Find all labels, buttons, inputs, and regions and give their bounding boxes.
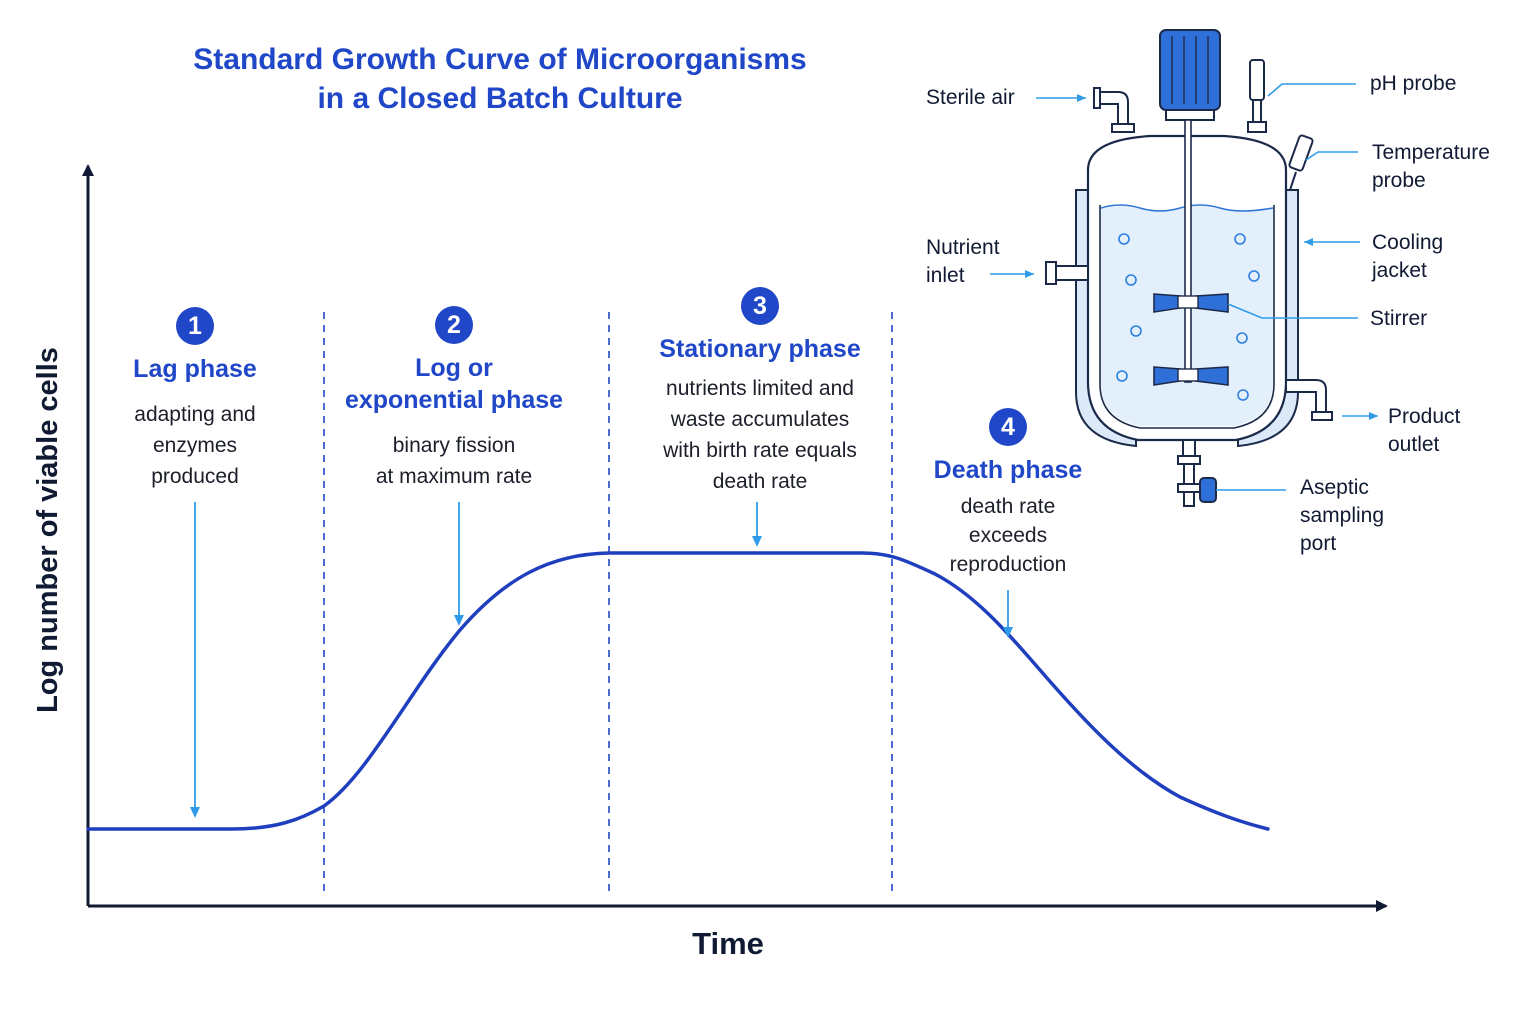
phase-name-line: exponential phase [344, 386, 564, 414]
phase-desc-line: at maximum rate [375, 465, 533, 488]
phase-log: 2 Log or exponential phase binary fissio… [334, 306, 574, 492]
label-line: Stirrer [1370, 307, 1428, 330]
phase-desc-line: with birth rate equals [663, 439, 857, 462]
phase-desc-line: binary fission [392, 434, 516, 457]
phase-desc-line: nutrients limited and [666, 377, 854, 400]
phase-name-line: Stationary phase [659, 335, 861, 363]
title-line-1: Standard Growth Curve of Microorganisms [193, 43, 807, 76]
phase-desc-line: adapting and [134, 403, 256, 426]
label-line: pH probe [1370, 72, 1457, 95]
label-line: port [1300, 532, 1337, 555]
label-line: sampling [1300, 504, 1385, 527]
phase-name-line: Lag phase [133, 355, 257, 383]
label-line: Product [1388, 405, 1461, 428]
phase-desc-line: produced [151, 465, 239, 488]
phase-description: death rate exceeds reproduction [918, 492, 1098, 579]
sterile-air-label: Sterile air [926, 84, 1015, 112]
x-axis-label: Time [692, 926, 764, 961]
label-line: Nutrient [926, 236, 1000, 259]
phase-description: nutrients limited and waste accumulates … [640, 373, 880, 497]
phase-name: Death phase [918, 454, 1098, 486]
phase-desc-line: waste accumulates [670, 408, 850, 431]
phase-name: Lag phase [105, 353, 285, 385]
title-line-2: in a Closed Batch Culture [317, 82, 683, 115]
phase-number-badge: 1 [176, 307, 214, 345]
label-line: outlet [1388, 433, 1440, 456]
stirrer-label: Stirrer [1370, 305, 1427, 333]
phase-number-badge: 4 [989, 408, 1027, 446]
label-line: Aseptic [1300, 476, 1369, 499]
label-line: Cooling [1372, 231, 1444, 254]
label-line: Sterile air [926, 86, 1015, 109]
phase-name-line: Log or [415, 354, 493, 382]
growth-curve-line [86, 551, 1270, 831]
label-line: Temperature [1372, 141, 1490, 164]
phase-description: binary fission at maximum rate [334, 430, 574, 492]
phase-stationary: 3 Stationary phase nutrients limited and… [640, 287, 880, 497]
phase-desc-line: reproduction [949, 553, 1067, 576]
phase-desc-line: exceeds [968, 524, 1048, 547]
phase-name-line: Death phase [933, 456, 1083, 484]
phase-name: Log or exponential phase [334, 352, 574, 416]
phase-desc-line: death rate [712, 470, 808, 493]
product-outlet-label: Product outlet [1388, 403, 1460, 459]
label-line: jacket [1372, 259, 1427, 282]
phase-number-badge: 2 [435, 306, 473, 344]
phase-description: adapting and enzymes produced [105, 399, 285, 492]
phase-name: Stationary phase [640, 333, 880, 365]
aseptic-sampling-port-label: Aseptic sampling port [1300, 474, 1384, 558]
ph-probe-label: pH probe [1370, 70, 1456, 98]
phase-desc-line: death rate [960, 495, 1056, 518]
label-line: inlet [926, 264, 965, 287]
phase-lag: 1 Lag phase adapting and enzymes produce… [105, 307, 285, 492]
temperature-probe-label: Temperature probe [1372, 139, 1490, 195]
cooling-jacket-label: Cooling jacket [1372, 229, 1443, 285]
y-axis-label: Log number of viable cells [32, 347, 64, 713]
phase-number-badge: 3 [741, 287, 779, 325]
label-line: probe [1372, 169, 1426, 192]
nutrient-inlet-label: Nutrient inlet [926, 234, 1000, 290]
phase-desc-line: enzymes [152, 434, 238, 457]
diagram-title: Standard Growth Curve of Microorganisms … [180, 40, 820, 118]
phase-death: 4 Death phase death rate exceeds reprodu… [918, 408, 1098, 579]
